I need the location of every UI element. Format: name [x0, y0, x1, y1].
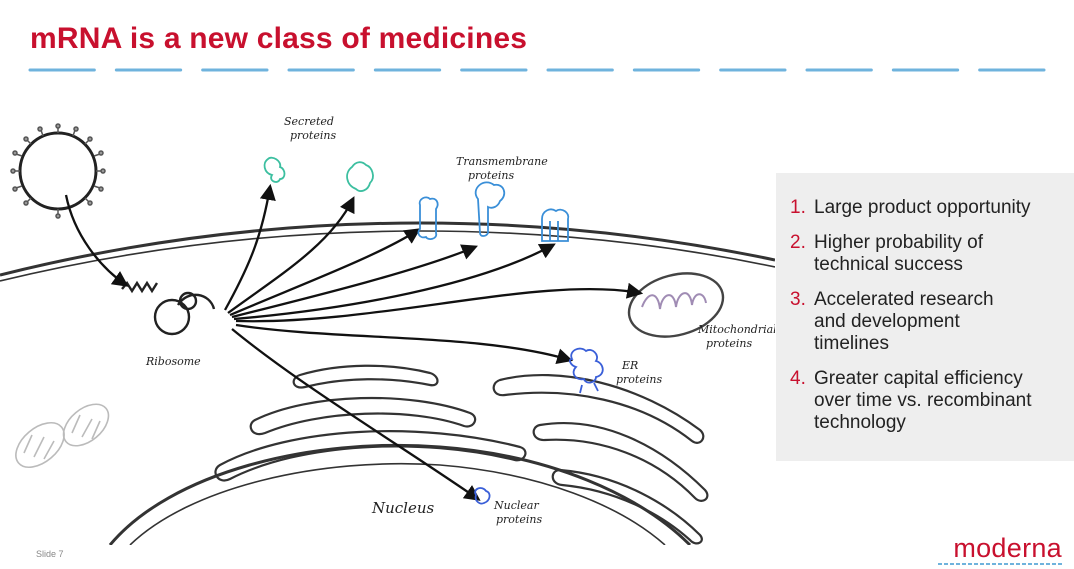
brand-logo: moderna — [938, 533, 1062, 566]
key-point-line: technical success — [814, 254, 963, 275]
mitochondrion — [627, 272, 725, 338]
title-divider-dashes — [28, 68, 1046, 72]
nuclear-protein-icon — [474, 487, 491, 505]
key-point-line: timelines — [814, 333, 889, 354]
label-ribosome: Ribosome — [145, 355, 201, 368]
cell-diagram: Secreted proteins Transmembrane proteins… — [0, 115, 775, 545]
er-protein-icon — [569, 347, 604, 394]
key-points-panel: 1. Large product opportunity 2. Higher prob… — [776, 173, 1074, 461]
label-nucleus: Nucleus — [371, 499, 435, 517]
key-point-line: technology — [814, 412, 906, 433]
key-point-line: Accelerated research — [814, 289, 994, 310]
label-nuclear-proteins: Nuclear proteins — [493, 499, 542, 526]
endoplasmic-reticulum — [108, 364, 709, 545]
brand-wordmark: moderna — [953, 533, 1062, 563]
lipid-nanoparticle — [10, 123, 106, 219]
transmembrane-protein-icons — [417, 181, 570, 242]
slide-number: Slide 7 — [36, 549, 64, 559]
key-points-list: 1. Large product opportunity 2. Higher prob… — [776, 173, 1074, 434]
label-mitochondrial-proteins: Mitochondrial proteins — [697, 323, 775, 350]
key-point-line: Large product opportunity — [814, 197, 1031, 218]
key-point-line: Higher probability of — [814, 232, 983, 253]
key-point-line: Greater capital efficiency — [814, 368, 1023, 389]
key-point-number: 3. — [790, 289, 806, 310]
key-point-number: 1. — [790, 197, 806, 218]
label-secreted-proteins: Secreted proteins — [284, 115, 337, 142]
slide-title: mRNA is a new class of medicines — [30, 22, 528, 55]
key-point-1: 1. Large product opportunity — [790, 197, 1056, 219]
key-point-number: 4. — [790, 368, 806, 389]
secreted-protein-icons — [263, 156, 374, 192]
ribosome — [121, 280, 216, 336]
label-er-proteins: ER proteins — [616, 359, 662, 386]
label-transmembrane-proteins: Transmembrane proteins — [456, 155, 551, 182]
translation-arrows — [64, 183, 644, 501]
brand-underline — [938, 563, 1062, 565]
key-point-line: and development — [814, 311, 960, 332]
mitochondria-small — [15, 403, 110, 469]
key-point-number: 2. — [790, 232, 806, 253]
cell-membrane — [0, 221, 775, 282]
key-point-line: over time vs. recombinant — [814, 390, 1032, 411]
key-point-text: Large product opportunity — [814, 197, 1056, 219]
